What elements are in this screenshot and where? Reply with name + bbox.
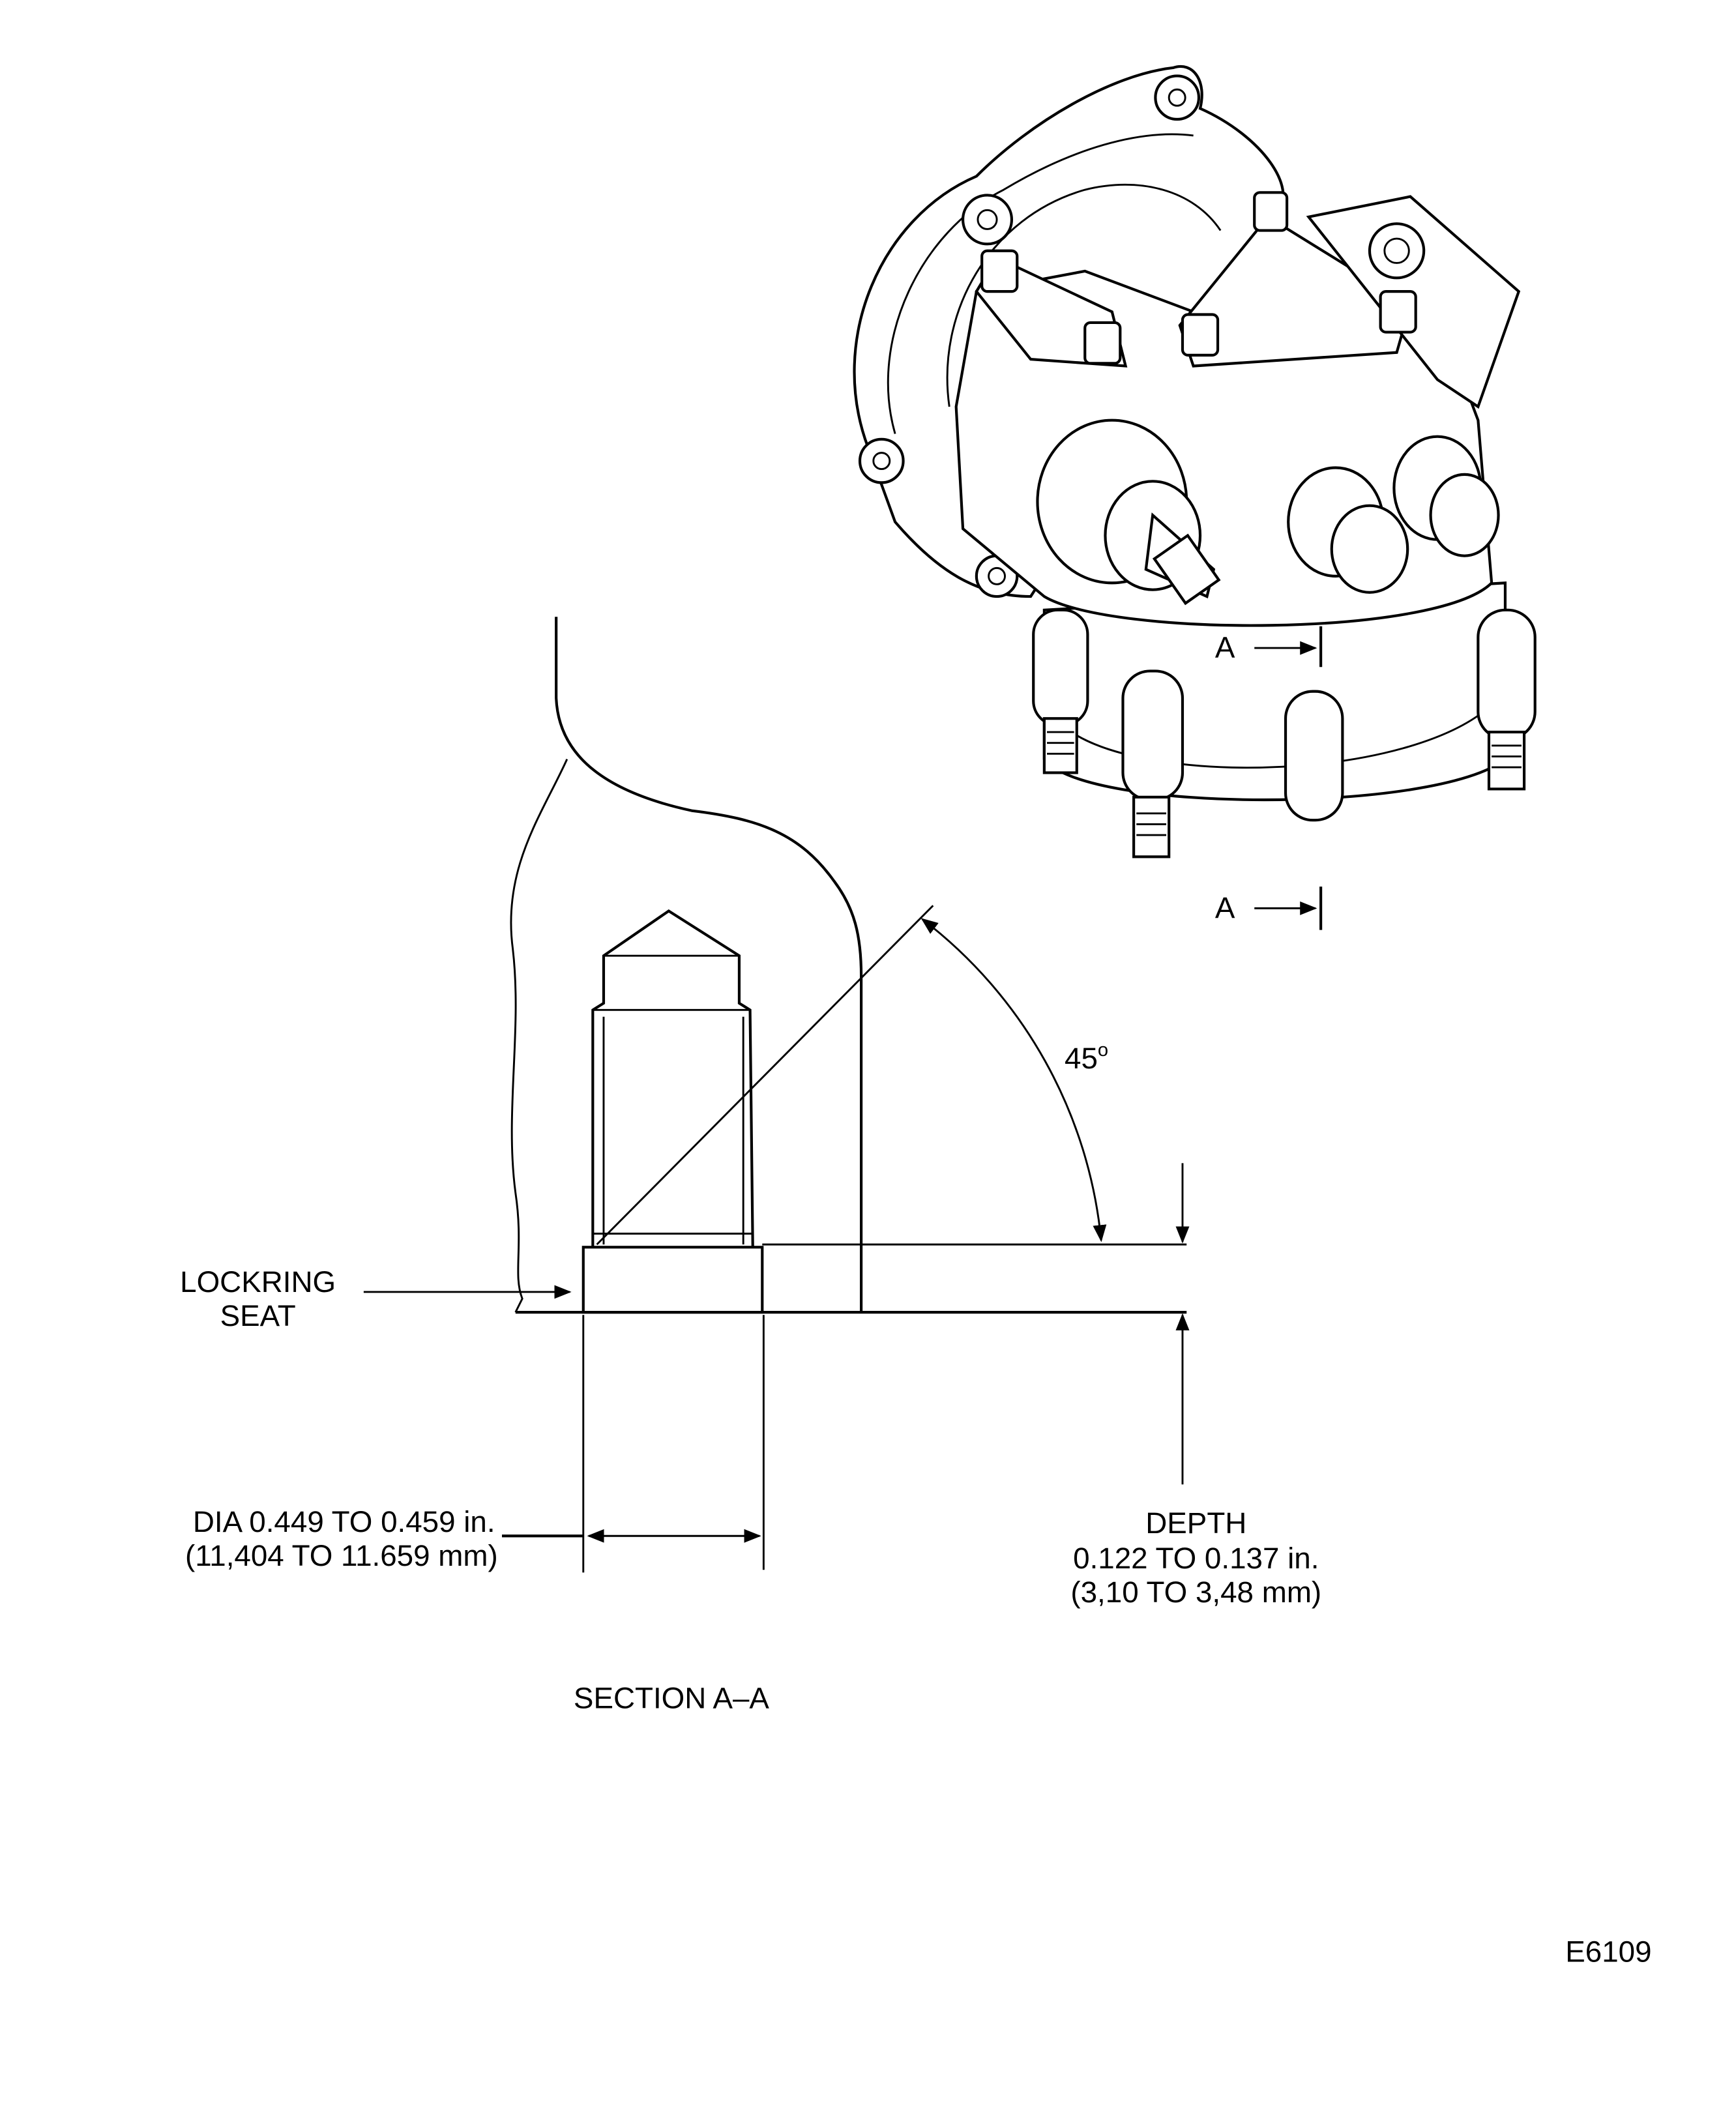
depth-callout: DEPTH 0.122 TO 0.137 in. (3,10 TO 3,48 m… [1070, 1506, 1321, 1609]
section-marker-label: A [1215, 631, 1235, 664]
diameter-callout: DIA 0.449 TO 0.459 in. (11,404 TO 11.659… [185, 1505, 498, 1572]
svg-text:(3,10 TO 3,48 mm): (3,10 TO 3,48 mm) [1070, 1576, 1321, 1609]
section-title: SECTION A–A [574, 1681, 769, 1714]
figure-id: E6109 [1565, 1935, 1651, 1968]
section-marker-label: A [1215, 891, 1235, 924]
section-view: 45o [363, 617, 1190, 1573]
lockring-seat-label: LOCKRING SEAT [180, 1265, 336, 1332]
cap-bolts [980, 191, 1417, 365]
svg-text:DIA 0.449 TO 0.459 in.: DIA 0.449 TO 0.459 in. [193, 1505, 495, 1538]
svg-text:DEPTH: DEPTH [1145, 1506, 1246, 1540]
svg-text:0.122 TO 0.137 in.: 0.122 TO 0.137 in. [1073, 1542, 1319, 1575]
stud-bolts [1032, 608, 1537, 858]
svg-text:LOCKRING: LOCKRING [180, 1265, 336, 1298]
section-marker-bottom: A [1215, 887, 1323, 930]
section-marker-top: A [1215, 626, 1323, 667]
svg-text:(11,404 TO 11.659 mm): (11,404 TO 11.659 mm) [185, 1539, 498, 1572]
angle-label: 45o [1065, 1040, 1108, 1075]
valve-assembly-illustration [853, 65, 1537, 858]
svg-text:SEAT: SEAT [220, 1299, 296, 1332]
